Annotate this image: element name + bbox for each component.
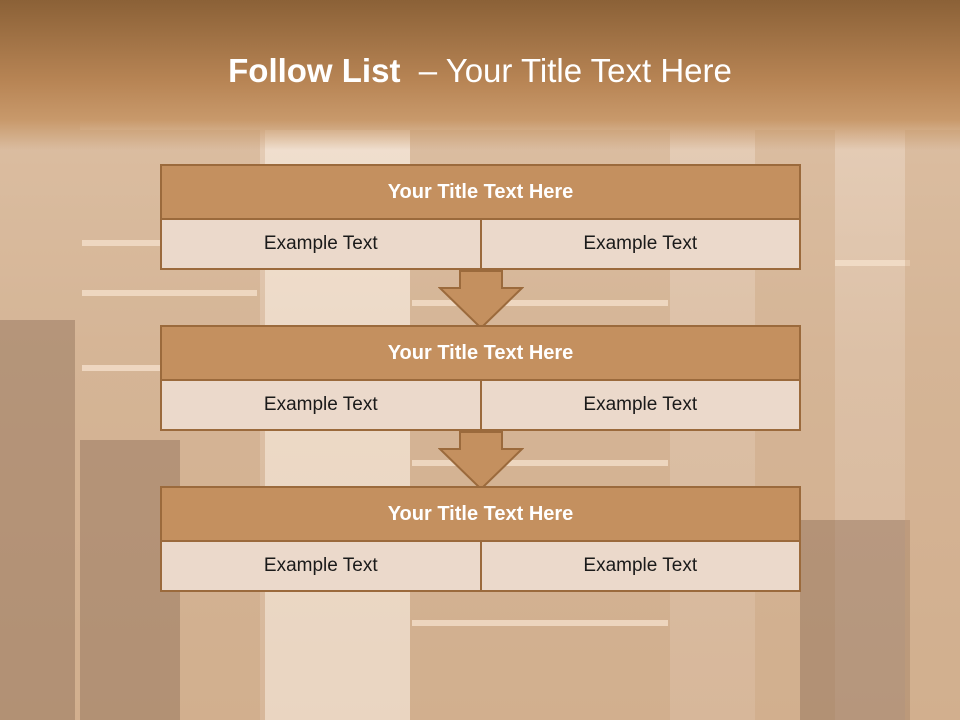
hanging-trousers	[800, 520, 910, 720]
list-block-cell-right: Example Text	[479, 220, 800, 268]
down-arrow-icon	[438, 431, 524, 491]
closet-side-panel	[905, 130, 960, 720]
shelf	[82, 290, 257, 296]
closet-side-panel	[0, 120, 80, 720]
list-block-title: Your Title Text Here	[160, 164, 801, 220]
shelf	[412, 300, 668, 306]
list-block-cell-left: Example Text	[263, 555, 378, 576]
shelf	[835, 260, 910, 266]
down-arrow-icon	[438, 270, 524, 330]
list-block-cell-left: Example Text	[263, 394, 378, 415]
list-block-3: Your Title Text Here Example Text Exampl…	[160, 486, 801, 592]
list-block-title: Your Title Text Here	[160, 486, 801, 542]
list-block-1: Your Title Text Here Example Text Exampl…	[160, 164, 801, 270]
list-block-row: Example Text Example Text	[160, 542, 801, 592]
list-block-cell-left: Example Text	[263, 233, 378, 254]
slide-title: Follow List – Your Title Text Here	[0, 52, 960, 90]
title-band	[0, 0, 960, 150]
list-block-cell-right: Example Text	[479, 542, 800, 590]
list-block-2: Your Title Text Here Example Text Exampl…	[160, 325, 801, 431]
list-block-title: Your Title Text Here	[160, 325, 801, 381]
list-block-cell-right: Example Text	[479, 381, 800, 429]
slide-title-bold: Follow List	[228, 52, 401, 89]
hanging-ties	[0, 320, 75, 720]
slide-title-rest: – Your Title Text Here	[400, 52, 732, 89]
shelf	[412, 620, 668, 626]
shelf	[412, 460, 668, 466]
list-block-row: Example Text Example Text	[160, 220, 801, 270]
list-block-row: Example Text Example Text	[160, 381, 801, 431]
